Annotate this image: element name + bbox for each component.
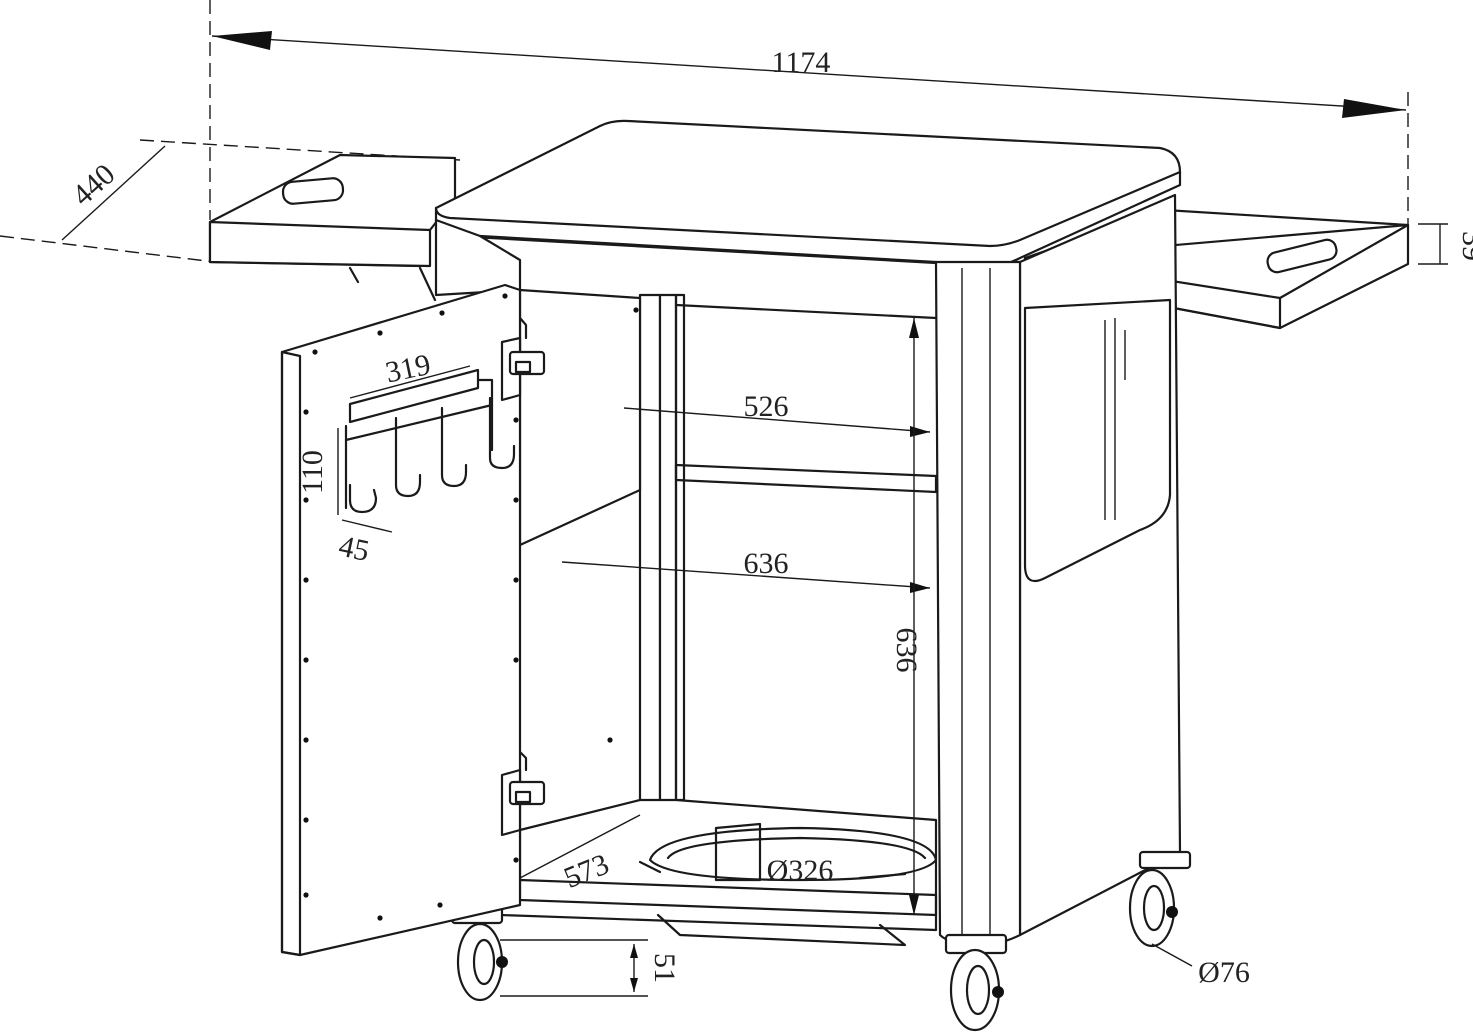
lower-hinge (500, 750, 546, 837)
open-door (280, 283, 639, 957)
tank-ring (648, 826, 938, 882)
upper-hinge (500, 316, 546, 402)
cabinet-frame (434, 218, 1022, 947)
dimension-caster-offset: 51 (630, 944, 681, 992)
dimension-inner-width-upper: 526 (623, 390, 931, 437)
side-window (1023, 298, 1172, 583)
dimension-shelf-thickness: 39 (1439, 224, 1473, 264)
dimension-inner-width-lower: 636 (561, 547, 931, 593)
caster-offset-label: 51 (648, 953, 681, 983)
dimension-hook-spacing: 45 (336, 519, 393, 568)
extension-lines (0, 0, 1448, 997)
hook-rail (344, 368, 516, 514)
caster-rear-right (1128, 850, 1192, 948)
shelf-depth-label: 440 (66, 158, 122, 213)
overall-width-label: 1174 (772, 46, 831, 79)
dimension-shelf-depth: 440 (61, 145, 166, 241)
right-side-panel (1018, 193, 1182, 937)
shelf-thickness-label: 39 (1456, 231, 1473, 261)
inner-height-label: 636 (890, 628, 923, 673)
inner-width-upper-label: 526 (744, 390, 789, 423)
tank-ring-diameter-label: Ø326 (767, 854, 834, 887)
dimension-overall-width: 1174 (211, 31, 1407, 118)
caster-front-right (944, 933, 1008, 1032)
caster-diameter-label: Ø76 (1198, 956, 1250, 989)
hook-spacing-label: 45 (336, 529, 372, 568)
dimension-inner-height: 636 (890, 318, 923, 915)
hook-height-label: 110 (296, 450, 329, 494)
dimension-caster-diameter: Ø76 (1151, 943, 1250, 989)
inner-width-lower-label: 636 (744, 547, 789, 580)
dimension-hook-height: 110 (296, 428, 339, 515)
right-shelf-handle-slot (1266, 238, 1338, 274)
left-side-shelf (208, 153, 457, 302)
door-rivets (303, 293, 639, 921)
dimension-tank-ring: Ø326 (767, 854, 834, 887)
left-shelf-handle-slot (281, 177, 345, 205)
